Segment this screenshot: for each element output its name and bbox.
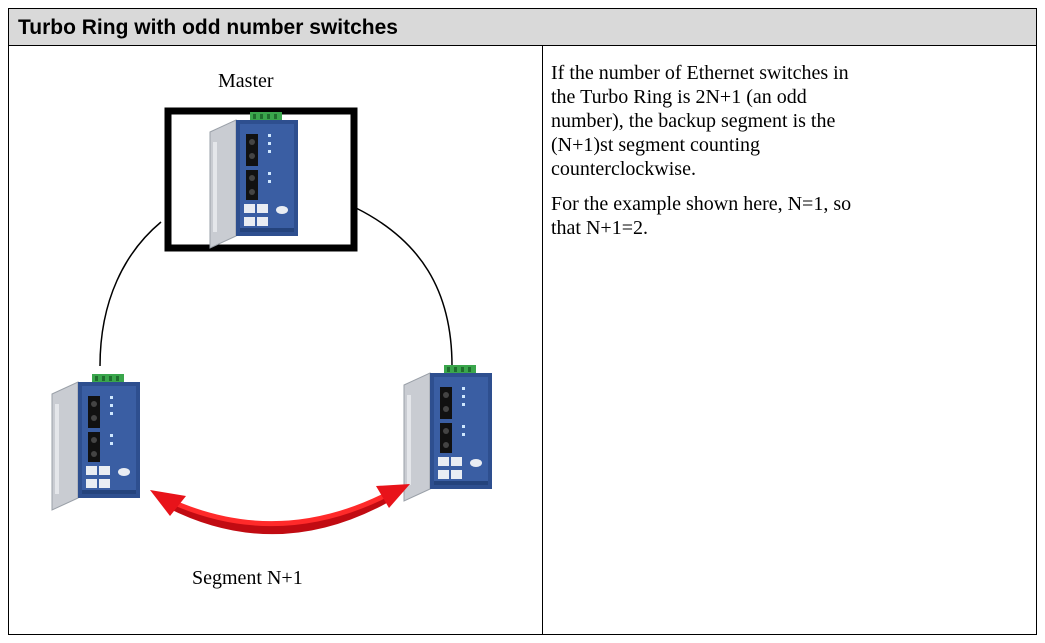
column-divider — [542, 45, 543, 635]
ring-left-arc — [99, 221, 162, 367]
master-highlight-box — [164, 107, 358, 252]
table-header: Turbo Ring with odd number switches — [8, 8, 1037, 46]
table-title: Turbo Ring with odd number switches — [18, 16, 398, 39]
ethernet-switch-icon — [403, 364, 493, 502]
description-paragraph: If the number of Ethernet switches in th… — [551, 62, 849, 180]
double-arrow-icon — [150, 484, 410, 535]
segment-label: Segment N+1 — [192, 567, 303, 589]
ring-right-arc — [355, 207, 453, 367]
master-label: Master — [218, 70, 274, 92]
ethernet-switch-icon — [209, 111, 299, 249]
description-cell: If the number of Ethernet switches in th… — [543, 46, 1037, 634]
ethernet-switch-icon — [51, 373, 141, 511]
description-paragraph: For the example shown here, N=1, so that… — [551, 193, 852, 239]
